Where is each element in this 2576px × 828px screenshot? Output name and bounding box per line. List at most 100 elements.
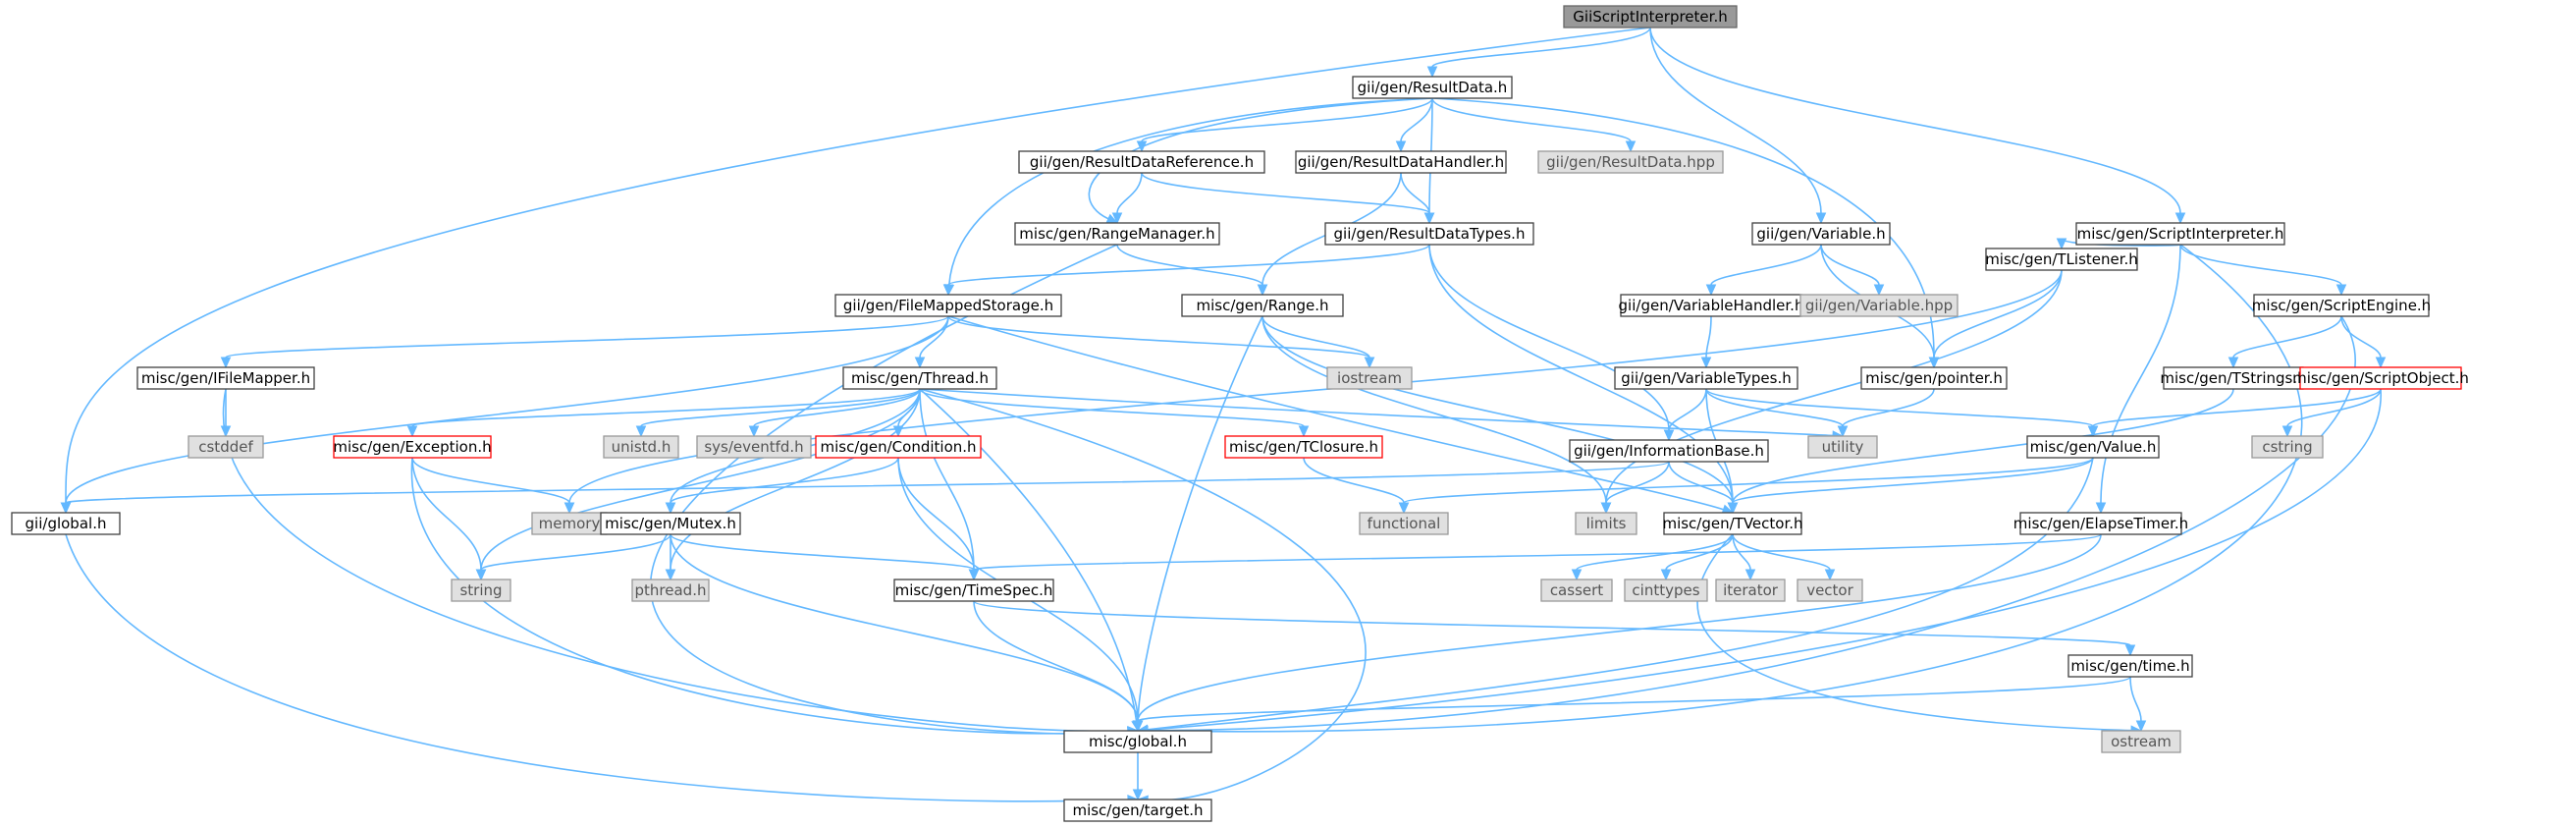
node-rdhandler[interactable]: gii/gen/ResultDataHandler.h	[1295, 150, 1507, 174]
node-box[interactable]	[1799, 294, 1959, 317]
node-box[interactable]	[1537, 150, 1724, 174]
node-ifilemapper[interactable]: misc/gen/IFileMapper.h	[136, 366, 315, 390]
node-time[interactable]: misc/gen/time.h	[2067, 654, 2193, 678]
node-elapsetimer[interactable]: misc/gen/ElapseTimer.h	[2013, 512, 2188, 535]
node-limits[interactable]: limits	[1575, 512, 1637, 535]
node-box[interactable]	[2101, 730, 2181, 753]
node-cstddef[interactable]: cstddef	[188, 435, 264, 459]
node-miscglobal[interactable]: misc/global.h	[1063, 730, 1212, 753]
node-box[interactable]	[631, 579, 710, 602]
node-utility[interactable]: utility	[1807, 435, 1878, 459]
node-box[interactable]	[696, 435, 812, 459]
node-box[interactable]	[1352, 76, 1513, 99]
node-range[interactable]: misc/gen/Range.h	[1181, 294, 1344, 317]
node-box[interactable]	[451, 579, 511, 602]
node-box[interactable]	[11, 512, 121, 535]
node-timespec[interactable]: misc/gen/TimeSpec.h	[893, 579, 1054, 602]
node-box[interactable]	[834, 294, 1062, 317]
node-box[interactable]	[2075, 222, 2285, 246]
node-exception[interactable]: misc/gen/Exception.h	[333, 435, 492, 459]
node-pthread[interactable]: pthread.h	[631, 579, 710, 602]
node-varhandler[interactable]: gii/gen/VariableHandler.h	[1619, 294, 1804, 317]
node-box[interactable]	[1715, 579, 1786, 602]
node-box[interactable]	[1014, 222, 1220, 246]
node-box[interactable]	[2019, 512, 2182, 535]
node-box[interactable]	[1018, 150, 1265, 174]
node-box[interactable]	[2067, 654, 2193, 678]
node-tlistener[interactable]: misc/gen/TListener.h	[1985, 248, 2138, 271]
node-box[interactable]	[1797, 579, 1863, 602]
node-box[interactable]	[1063, 730, 1212, 753]
node-box[interactable]	[1624, 579, 1708, 602]
node-box[interactable]	[1063, 799, 1212, 822]
node-box[interactable]	[2253, 294, 2430, 317]
node-value[interactable]: misc/gen/Value.h	[2026, 435, 2160, 459]
node-box[interactable]	[842, 366, 997, 390]
node-rdtypes[interactable]: gii/gen/ResultDataTypes.h	[1324, 222, 1534, 246]
node-ostream[interactable]: ostream	[2101, 730, 2181, 753]
node-box[interactable]	[1614, 366, 1798, 390]
node-box[interactable]	[136, 366, 315, 390]
node-box[interactable]	[1807, 435, 1878, 459]
node-scriptinterp[interactable]: misc/gen/ScriptInterpreter.h	[2075, 222, 2285, 246]
node-thread[interactable]: misc/gen/Thread.h	[842, 366, 997, 390]
node-box[interactable]	[2251, 435, 2324, 459]
node-rangemgr[interactable]: misc/gen/RangeManager.h	[1014, 222, 1220, 246]
node-box[interactable]	[603, 435, 679, 459]
edge-rdhandler-to-rdtypes	[1400, 172, 1435, 225]
node-box[interactable]	[1985, 248, 2138, 271]
node-eventfd[interactable]: sys/eventfd.h	[696, 435, 812, 459]
node-pointer[interactable]: misc/gen/pointer.h	[1860, 366, 2008, 390]
node-box[interactable]	[1181, 294, 1344, 317]
node-box[interactable]	[1224, 435, 1383, 459]
node-box[interactable]	[815, 435, 982, 459]
node-box[interactable]	[2026, 435, 2160, 459]
node-scriptengine[interactable]: misc/gen/ScriptEngine.h	[2252, 294, 2431, 317]
node-iostream[interactable]: iostream	[1326, 366, 1413, 390]
node-box[interactable]	[1751, 222, 1891, 246]
node-box[interactable]	[893, 579, 1054, 602]
node-box[interactable]	[1860, 366, 2008, 390]
node-tclosure[interactable]: misc/gen/TClosure.h	[1224, 435, 1383, 459]
node-cinttypes[interactable]: cinttypes	[1624, 579, 1708, 602]
node-vartypes[interactable]: gii/gen/VariableTypes.h	[1614, 366, 1798, 390]
node-tstrings[interactable]: misc/gen/TStrings.h	[2160, 366, 2307, 390]
node-string[interactable]: string	[451, 579, 511, 602]
node-resultdata[interactable]: gii/gen/ResultData.h	[1352, 76, 1513, 99]
node-box[interactable]	[1326, 366, 1413, 390]
node-box[interactable]	[1540, 579, 1613, 602]
node-functional[interactable]: functional	[1359, 512, 1449, 535]
node-box[interactable]	[1359, 512, 1449, 535]
node-scriptobject[interactable]: misc/gen/ScriptObject.h	[2292, 366, 2469, 390]
node-cassert[interactable]: cassert	[1540, 579, 1613, 602]
node-rdhpp[interactable]: gii/gen/ResultData.hpp	[1537, 150, 1724, 174]
node-root[interactable]: GiiScriptInterpreter.h	[1563, 5, 1738, 28]
edge-vartypes-to-value	[1705, 388, 2099, 438]
node-vector[interactable]: vector	[1797, 579, 1863, 602]
node-box[interactable]	[333, 435, 492, 459]
node-tvector[interactable]: misc/gen/TVector.h	[1662, 512, 1803, 535]
node-rdref[interactable]: gii/gen/ResultDataReference.h	[1018, 150, 1265, 174]
node-giiglobal[interactable]: gii/global.h	[11, 512, 121, 535]
node-box[interactable]	[188, 435, 264, 459]
node-iterator[interactable]: iterator	[1715, 579, 1786, 602]
node-box[interactable]	[1569, 439, 1769, 463]
node-box[interactable]	[1575, 512, 1637, 535]
node-box[interactable]	[600, 512, 741, 535]
node-cstring[interactable]: cstring	[2251, 435, 2324, 459]
node-box[interactable]	[2299, 366, 2462, 390]
node-target[interactable]: misc/gen/target.h	[1063, 799, 1212, 822]
node-box[interactable]	[1663, 512, 1802, 535]
node-varhpp[interactable]: gii/gen/Variable.hpp	[1799, 294, 1959, 317]
node-box[interactable]	[1324, 222, 1534, 246]
edge-condition-to-mutex	[665, 457, 899, 515]
node-unistd[interactable]: unistd.h	[603, 435, 679, 459]
node-fms[interactable]: gii/gen/FileMappedStorage.h	[834, 294, 1062, 317]
node-box[interactable]	[1563, 5, 1738, 28]
node-memory[interactable]: memory	[531, 512, 608, 535]
node-box[interactable]	[1295, 150, 1507, 174]
node-variable[interactable]: gii/gen/Variable.h	[1751, 222, 1891, 246]
node-infobase[interactable]: gii/gen/InformationBase.h	[1569, 439, 1769, 463]
node-mutex[interactable]: misc/gen/Mutex.h	[600, 512, 741, 535]
node-condition[interactable]: misc/gen/Condition.h	[815, 435, 982, 459]
